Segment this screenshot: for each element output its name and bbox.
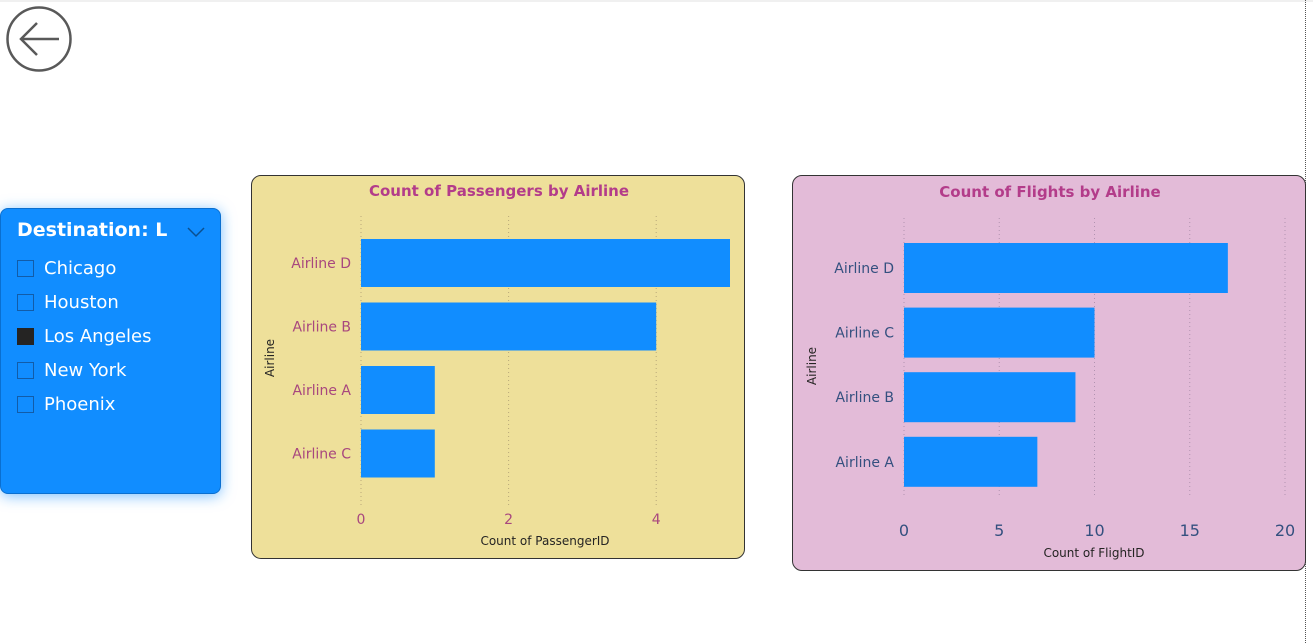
y-axis-title: Airline <box>805 347 819 385</box>
category-label: Airline A <box>835 455 894 471</box>
x-tick-label: 4 <box>652 512 661 528</box>
x-tick-label: 2 <box>504 512 513 528</box>
bar <box>904 307 1095 358</box>
x-tick-label: 0 <box>899 521 909 540</box>
category-label: Airline D <box>834 261 894 277</box>
checkbox[interactable] <box>17 395 34 413</box>
passengers-chart-card[interactable]: Count of Passengers by Airline 0 2 4 Airline… <box>251 175 745 559</box>
x-tick-label: 15 <box>1180 521 1200 540</box>
bar <box>361 302 657 351</box>
top-border <box>0 0 1313 2</box>
slicer-item-new-york[interactable]: New York <box>17 353 152 387</box>
slicer-title: Destination: Los Angeles <box>17 219 167 241</box>
x-axis-title: Count of PassengerID <box>480 534 609 548</box>
x-axis-title: Count of FlightID <box>1043 546 1144 560</box>
slicer-item-label: Chicago <box>44 257 117 279</box>
destination-slicer[interactable]: Destination: Los Angeles Chicago Houston… <box>0 208 221 494</box>
category-label: Airline B <box>292 320 351 336</box>
bar <box>904 243 1228 293</box>
x-tick-label: 0 <box>357 512 366 528</box>
checkbox[interactable] <box>17 259 34 277</box>
back-button[interactable] <box>6 6 72 72</box>
category-label: Airline D <box>291 256 351 272</box>
slicer-item-label: New York <box>44 359 127 381</box>
slicer-item-chicago[interactable]: Chicago <box>17 251 152 285</box>
arrow-left-icon <box>6 6 72 72</box>
x-tick-label: 5 <box>994 521 1004 540</box>
passengers-bar-chart: Count of Passengers by Airline 0 2 4 Airline… <box>263 182 730 548</box>
y-axis-title: Airline <box>263 339 277 377</box>
category-label: Airline C <box>292 447 351 463</box>
slicer-item-label: Houston <box>44 291 119 313</box>
flights-chart-card[interactable]: Count of Flights by Airline 0 5 10 15 20 Airli… <box>792 175 1306 571</box>
bar <box>361 239 730 287</box>
slicer-item-label: Los Angeles <box>44 325 152 347</box>
category-label: Airline B <box>835 390 894 406</box>
slicer-item-houston[interactable]: Houston <box>17 285 152 319</box>
chart-title: Count of Flights by Airline <box>939 183 1160 201</box>
x-tick-label: 10 <box>1084 521 1104 540</box>
x-tick-label: 20 <box>1275 521 1295 540</box>
chevron-down-icon[interactable] <box>187 226 205 238</box>
slicer-list: Chicago Houston Los Angeles New York Pho… <box>17 251 152 421</box>
slicer-item-label: Phoenix <box>44 393 116 415</box>
flights-bar-chart: Count of Flights by Airline 0 5 10 15 20 Airli… <box>805 183 1295 560</box>
bar <box>904 372 1076 423</box>
slicer-item-los-angeles[interactable]: Los Angeles <box>17 319 152 353</box>
slicer-item-phoenix[interactable]: Phoenix <box>17 387 152 421</box>
chart-title: Count of Passengers by Airline <box>369 182 629 200</box>
bar <box>361 366 435 414</box>
bar <box>361 429 435 478</box>
checkbox[interactable] <box>17 293 34 311</box>
checkbox[interactable] <box>17 361 34 379</box>
bar <box>904 436 1038 487</box>
checkbox-checked[interactable] <box>17 327 34 345</box>
category-label: Airline C <box>835 326 894 342</box>
category-label: Airline A <box>292 383 351 399</box>
